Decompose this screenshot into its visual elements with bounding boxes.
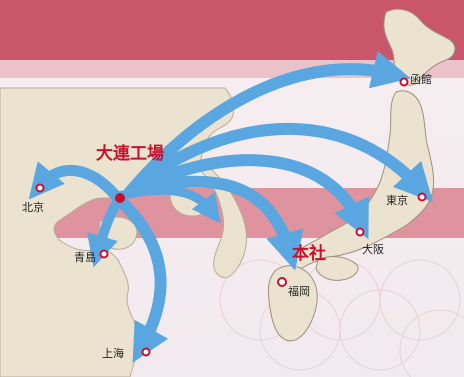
factory-marker — [115, 193, 125, 203]
marker-fukuoka — [277, 277, 287, 287]
headquarters-label: 本社 — [292, 244, 326, 264]
city-label-qingdao: 青島 — [74, 251, 96, 264]
arrow-to-fukuoka — [124, 175, 304, 271]
marker-beijing — [35, 183, 45, 193]
marker-shanghai — [141, 347, 151, 357]
arrow-to-osaka — [124, 154, 369, 240]
marker-tokyo — [417, 192, 427, 202]
city-label-tokyo: 東京 — [386, 194, 408, 207]
arrow-to-tokyo — [124, 122, 434, 203]
marker-osaka — [355, 227, 365, 237]
city-label-fukuoka: 福岡 — [288, 285, 310, 298]
factory-label: 大連工場 — [96, 144, 164, 164]
arrow-to-hakodate — [124, 50, 411, 198]
land-shikoku — [315, 256, 359, 281]
city-label-beijing: 北京 — [22, 201, 44, 214]
arrow-to-beijing — [28, 161, 122, 202]
marker-qingdao — [99, 249, 109, 259]
arrow-to-qingdao — [87, 195, 123, 268]
city-markers — [35, 77, 427, 357]
city-label-shanghai: 上海 — [102, 347, 124, 360]
arrow-to-shanghai — [114, 194, 169, 363]
arrow-to-korea — [113, 185, 221, 224]
city-label-osaka: 大阪 — [362, 243, 384, 256]
marker-hakodate — [399, 77, 409, 87]
city-label-hakodate: 函館 — [410, 73, 432, 86]
route-arrows — [28, 50, 434, 363]
